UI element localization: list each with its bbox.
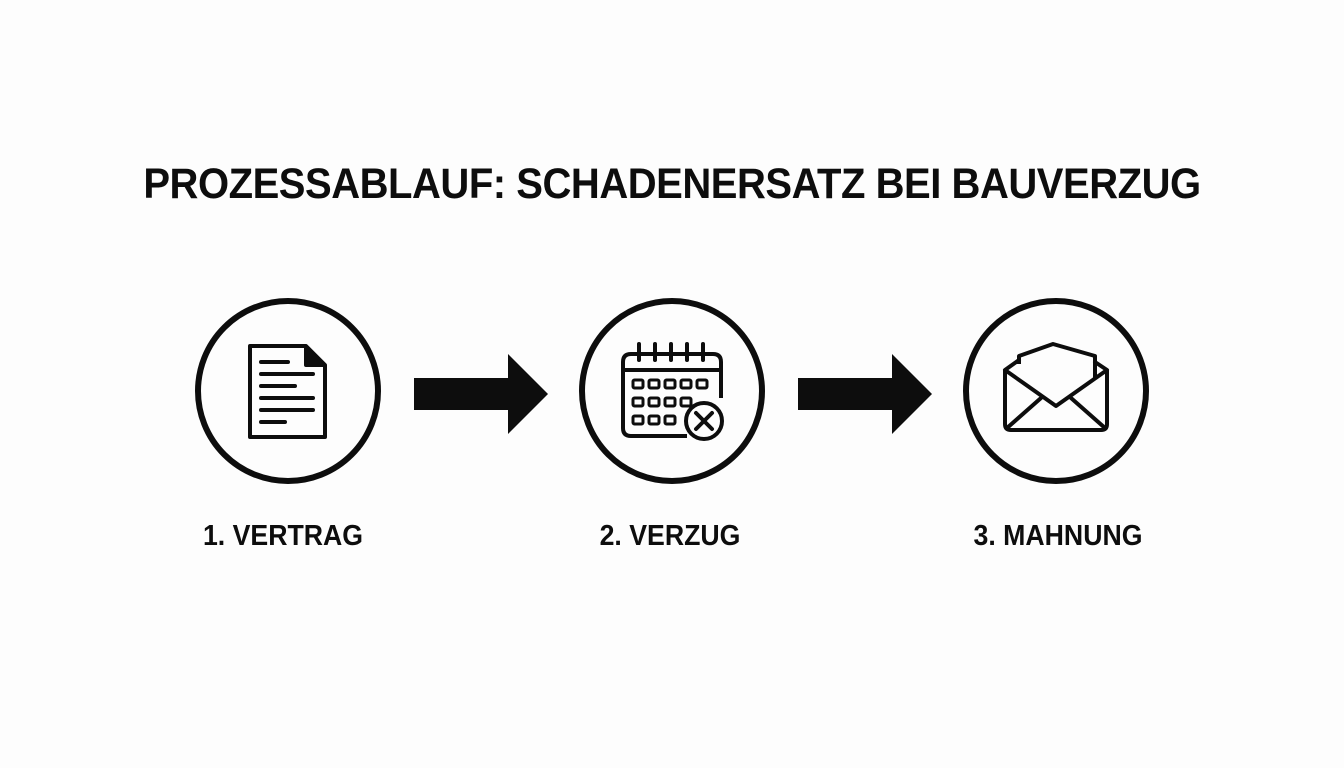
arrow-right-icon — [414, 354, 548, 434]
step-mahnung — [961, 296, 1151, 486]
step-label-vertrag: 1. VERTRAG — [202, 520, 364, 552]
step-label-verzug: 2. VERZUG — [599, 520, 741, 552]
diagram-title: PROZESSABLAUF: SCHADENERSATZ BEI BAUVERZ… — [143, 160, 1201, 208]
flow-arrow-1 — [412, 352, 552, 436]
document-icon — [195, 298, 381, 484]
arrow-right-icon — [798, 354, 932, 434]
step-verzug — [577, 296, 767, 486]
calendar-cancel-icon — [579, 298, 765, 484]
step-vertrag — [193, 296, 383, 486]
flow-arrow-2 — [796, 352, 936, 436]
envelope-icon — [963, 298, 1149, 484]
step-label-mahnung: 3. MAHNUNG — [973, 520, 1143, 552]
